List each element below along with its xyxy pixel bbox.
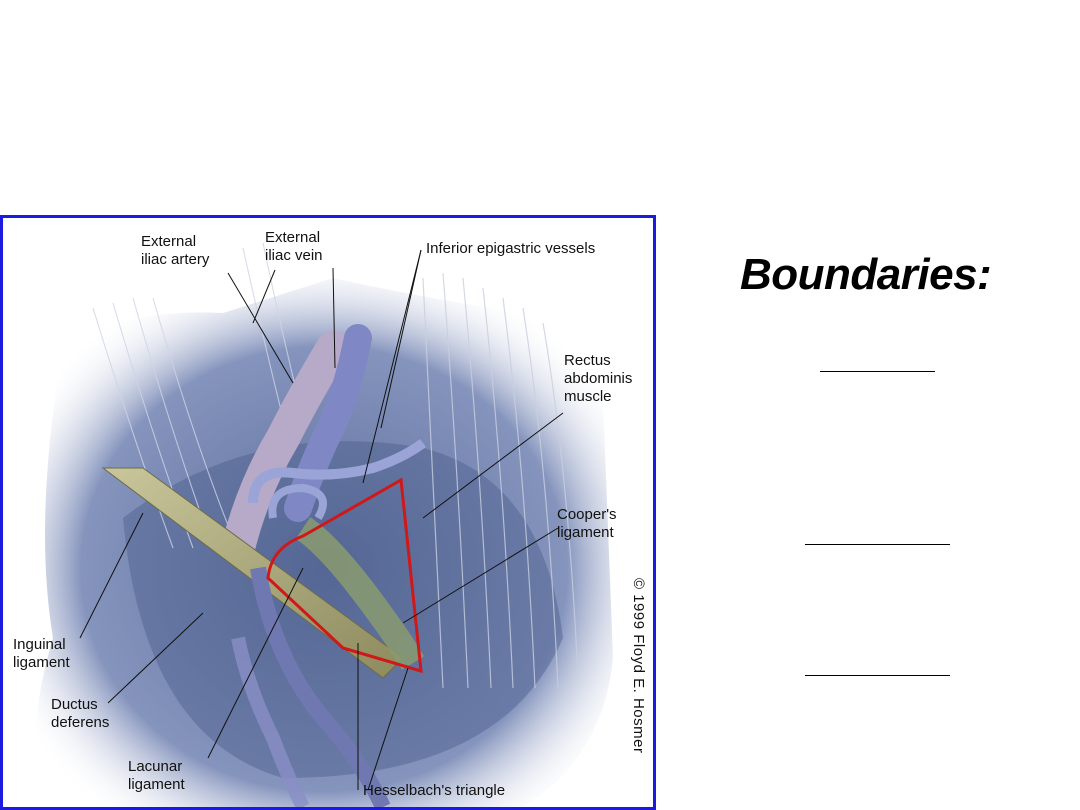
label-external-iliac-vein: External iliac vein [265, 229, 323, 265]
label-ductus-deferens: Ductus deferens [51, 696, 109, 732]
answer-blank-2 [805, 544, 950, 545]
answer-blank-3 [805, 675, 950, 676]
label-hesselbachs-triangle: Hesselbach's triangle [363, 782, 505, 800]
slide-title: Boundaries: [740, 250, 991, 300]
label-coopers-ligament: Cooper's ligament [557, 506, 617, 542]
label-external-iliac-artery: External iliac artery [141, 233, 209, 269]
credit-text: © 1999 Floyd E. Hosmer [630, 578, 647, 753]
answer-blank-1 [820, 371, 935, 372]
label-inferior-epigastric-vessels: Inferior epigastric vessels [426, 240, 595, 258]
label-inguinal-ligament: Inguinal ligament [13, 636, 70, 672]
copyright-credit: © 1999 Floyd E. Hosmer [625, 578, 655, 808]
label-lacunar-ligament: Lacunar ligament [128, 758, 185, 794]
anatomy-figure: External iliac artery External iliac vei… [0, 215, 656, 810]
label-rectus-abdominis: Rectus abdominis muscle [564, 352, 632, 406]
